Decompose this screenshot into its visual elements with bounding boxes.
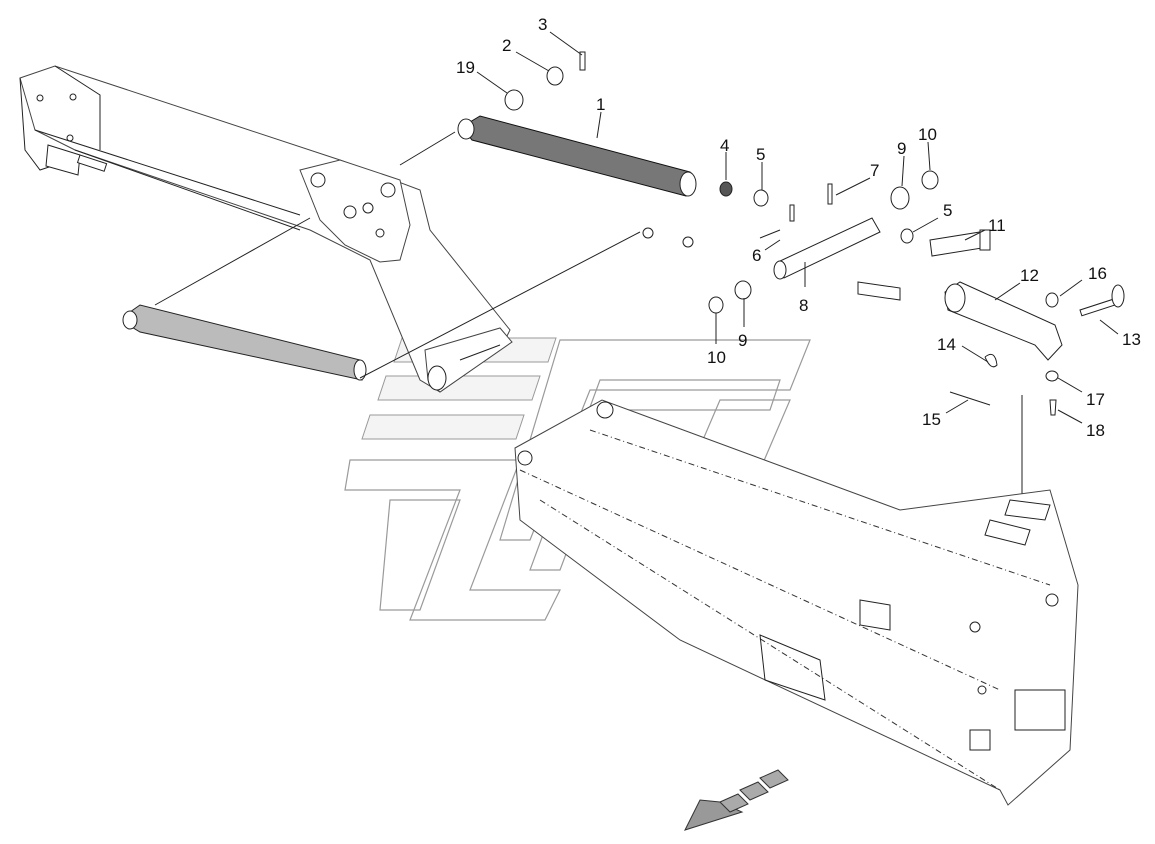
part-label-12: 12	[1020, 266, 1039, 285]
part-label-13: 13	[1122, 330, 1141, 349]
part-label-8: 8	[799, 296, 808, 315]
part-label-1: 1	[596, 95, 605, 114]
part-label-6: 6	[752, 246, 761, 265]
chassis-frame	[514, 399, 1079, 806]
part-label-9b: 9	[738, 331, 747, 350]
shaft-assembly	[708, 170, 991, 314]
boom-arm	[19, 65, 513, 393]
part-label-18: 18	[1086, 421, 1105, 440]
lever-assembly	[944, 281, 1125, 560]
lower-spring	[122, 217, 694, 381]
part-label-9a: 9	[897, 139, 906, 158]
part-label-2: 2	[502, 36, 511, 55]
part-labels: 3 2 19 1 4 5 7 9 10 5 11 6 12 16 8 13 9 …	[456, 15, 1141, 440]
part-label-10b: 10	[707, 348, 726, 367]
part-label-7: 7	[870, 161, 879, 180]
part-label-5b: 5	[943, 201, 952, 220]
part-label-11: 11	[988, 216, 1006, 235]
leader-lines	[476, 31, 1119, 424]
direction-arrow	[684, 769, 789, 831]
part-label-14: 14	[937, 335, 956, 354]
part-label-15: 15	[922, 410, 941, 429]
part-label-5a: 5	[756, 145, 765, 164]
part-label-19: 19	[456, 58, 475, 77]
part-label-4: 4	[720, 136, 729, 155]
part-label-10a: 10	[918, 125, 937, 144]
upper-spring	[399, 115, 697, 197]
part-label-17: 17	[1086, 390, 1105, 409]
part-label-16: 16	[1088, 264, 1107, 283]
part-label-3: 3	[538, 15, 547, 34]
upper-small-parts	[504, 51, 769, 207]
